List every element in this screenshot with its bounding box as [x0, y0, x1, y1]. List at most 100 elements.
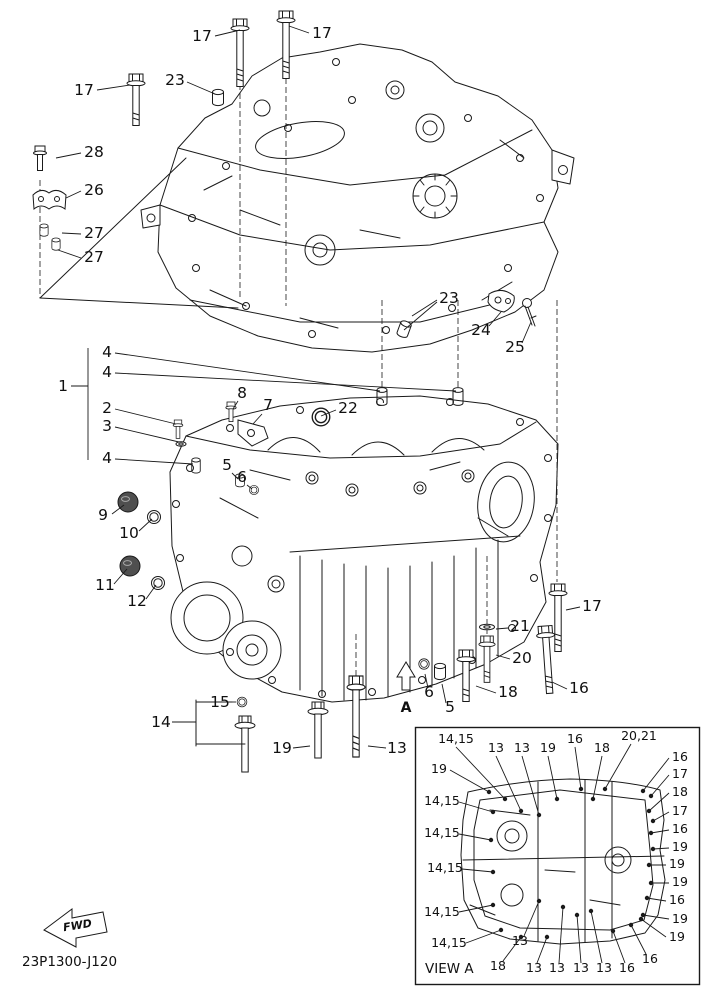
callout-8: 8 — [237, 384, 247, 402]
callout-17: 17 — [74, 81, 94, 99]
callout-15: 15 — [210, 693, 230, 711]
leader-line — [646, 897, 667, 902]
leader-line — [650, 829, 670, 834]
fastener-point-dot — [560, 904, 566, 910]
fastener-point-dot — [544, 934, 550, 940]
oring-15 — [236, 696, 248, 708]
leader-line — [246, 484, 253, 490]
inset-view-label: VIEW A — [425, 961, 474, 977]
fastener-point-dot — [650, 846, 656, 852]
callout-3: 3 — [102, 417, 112, 435]
fastener-point-dot — [498, 927, 504, 933]
fastener-point-dot — [648, 880, 654, 886]
leader-line — [475, 685, 497, 694]
leader-line — [648, 792, 670, 812]
bolt-13 — [346, 675, 366, 758]
callout-14-15: 14,15 — [431, 935, 467, 950]
fastener-point-dot — [578, 786, 584, 792]
callout-16: 16 — [567, 731, 583, 746]
fastener-point-dot — [488, 837, 494, 843]
fastener-point-dot — [536, 812, 542, 818]
leader-line — [111, 504, 125, 515]
leader-line — [488, 311, 502, 327]
callout-13: 13 — [387, 739, 407, 757]
leader-line — [465, 929, 502, 944]
callout-16: 16 — [619, 960, 635, 975]
fastener-point-dot — [490, 809, 496, 815]
upper-crankcase-art — [140, 43, 575, 353]
callout-19: 19 — [540, 740, 556, 755]
leader-line — [232, 400, 239, 410]
leader-line — [449, 769, 490, 793]
callout-14-15: 14,15 — [424, 793, 460, 808]
leader-line — [57, 249, 82, 259]
leader-line — [565, 606, 581, 611]
holder-26 — [32, 189, 67, 211]
fastener-point-dot — [490, 869, 496, 875]
leader-line — [214, 29, 241, 37]
screw-25-head — [522, 298, 532, 308]
fastener-point-dot — [650, 818, 656, 824]
leader-line — [114, 408, 177, 425]
fastener-point-dot — [518, 808, 524, 814]
oring-12 — [151, 576, 165, 590]
callout-20: 20 — [512, 649, 532, 667]
screw-25-shaft — [524, 305, 537, 327]
leader-line — [138, 518, 153, 532]
callout-14-15: 14,15 — [438, 731, 474, 746]
bolt-19-a — [307, 701, 329, 759]
callout-7: 7 — [263, 396, 273, 414]
leader-line — [576, 914, 582, 964]
fastener-point-dot — [502, 796, 508, 802]
bolt-17-a — [230, 18, 250, 87]
leader-line — [252, 413, 263, 425]
bolt-17-c — [126, 73, 146, 126]
fastener-point-dot — [648, 793, 654, 799]
leader-line — [411, 299, 438, 317]
bolt-17-d — [548, 583, 568, 652]
leader-line — [521, 321, 532, 344]
leader-line — [590, 910, 603, 964]
fastener-point-dot — [646, 808, 652, 814]
lower-crankcase-art — [169, 395, 559, 703]
bearing-22 — [311, 407, 331, 427]
callout-19: 19 — [672, 874, 688, 889]
leader-line — [574, 746, 582, 790]
fastener-point-dot — [648, 830, 654, 836]
callout-13: 13 — [488, 740, 504, 755]
leader-line — [652, 847, 670, 850]
callout-6: 6 — [424, 683, 434, 701]
fastener-point-dot — [640, 788, 646, 794]
callout-24: 24 — [471, 321, 491, 339]
fastener-point-dot — [486, 789, 492, 795]
leader-line — [551, 681, 568, 690]
view-direction-marker: A — [396, 661, 416, 716]
fastener-point-dot — [518, 934, 524, 940]
callout-22: 22 — [338, 399, 358, 417]
fastener-point-dot — [610, 928, 616, 934]
bolt-18 — [456, 649, 476, 702]
leader-line — [640, 918, 667, 938]
leader-line — [461, 868, 494, 873]
callout-19: 19 — [669, 929, 685, 944]
callout-16: 16 — [569, 679, 589, 697]
leader-line — [114, 426, 180, 443]
callout-10: 10 — [119, 524, 139, 542]
leader-line — [495, 755, 522, 812]
callout-13: 13 — [549, 960, 565, 975]
callout-13: 13 — [596, 960, 612, 975]
fastener-point-dot — [638, 916, 644, 922]
callout-19: 19 — [672, 911, 688, 926]
leader-line — [61, 232, 82, 235]
callout-12: 12 — [127, 592, 147, 610]
callout-4: 4 — [102, 343, 112, 361]
leader-line — [424, 673, 429, 689]
leader-line — [650, 774, 670, 797]
fastener-point-dot — [640, 912, 646, 918]
fastener-point-dot — [646, 862, 652, 868]
leader-line — [547, 755, 558, 800]
leader-line — [558, 906, 564, 964]
up-arrow-icon — [396, 661, 416, 691]
oring-6-lower — [418, 658, 430, 670]
